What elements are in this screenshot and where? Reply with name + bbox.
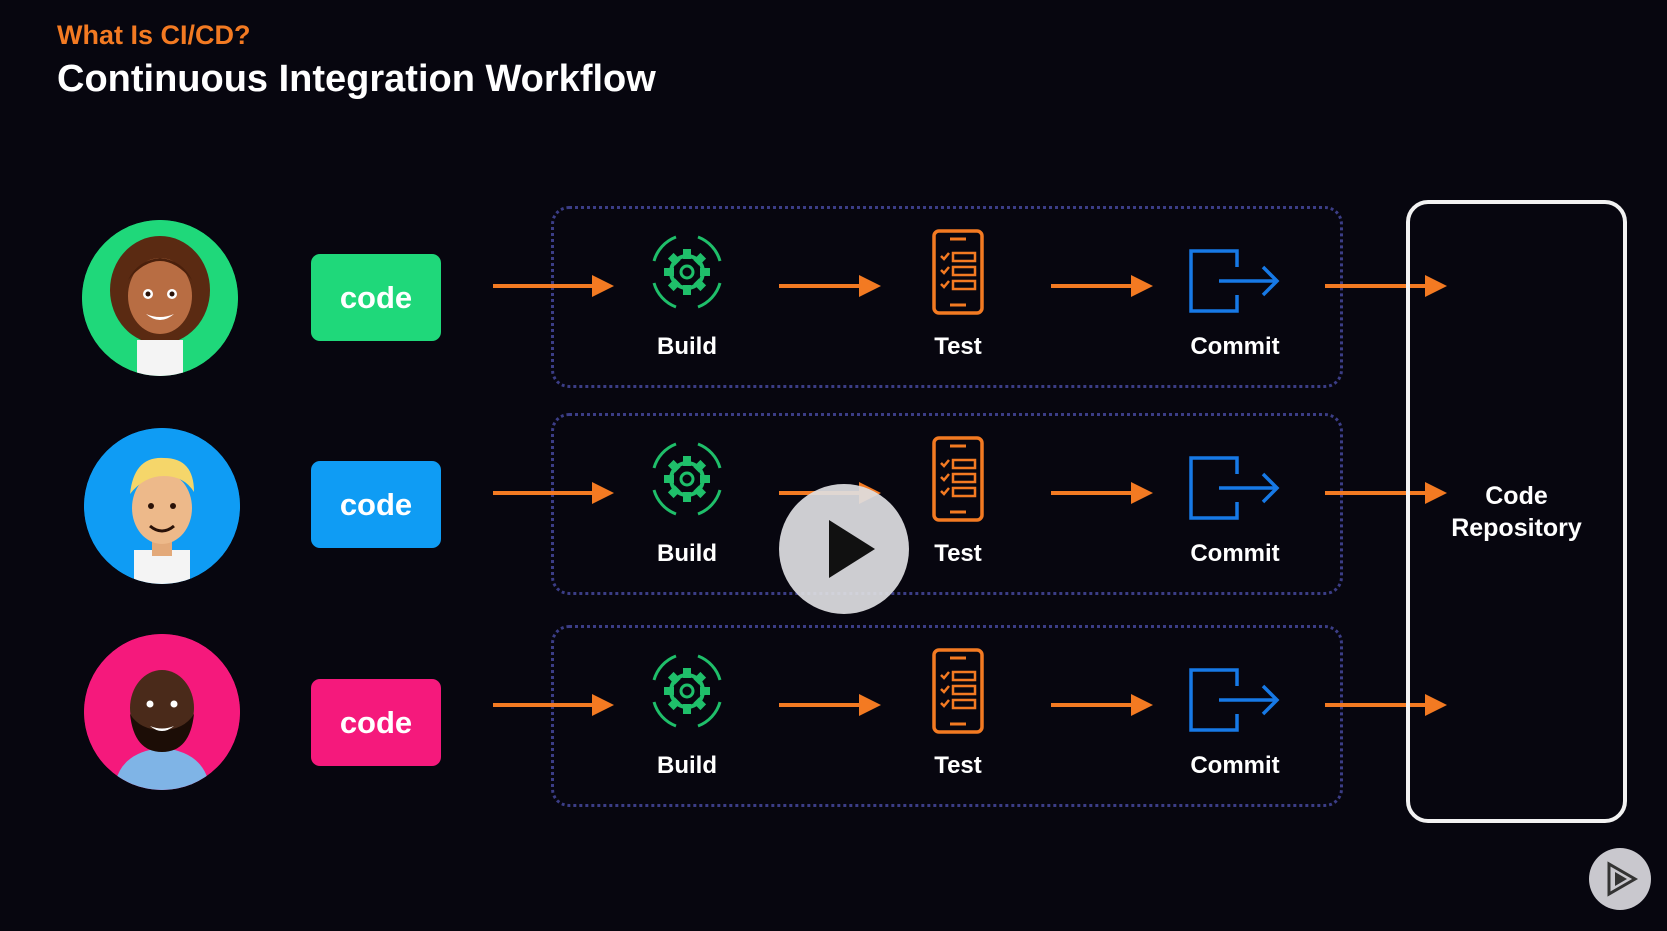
developer-avatar-1 (82, 220, 238, 376)
code-chip-3: code (311, 679, 441, 766)
arrow-build-to-test-1 (779, 274, 881, 298)
woman-curly-hair-avatar-icon (82, 220, 238, 376)
arrow-right-icon (1325, 482, 1447, 504)
arrow-right-icon (779, 694, 881, 716)
arrow-code-to-build-3 (493, 693, 614, 717)
build-step-2: Build (617, 436, 757, 568)
step-label: Commit (1190, 333, 1280, 360)
repository-label-line1: Code (1485, 481, 1548, 510)
developer-avatar-2 (84, 428, 240, 584)
arrow-test-to-commit-3 (1051, 693, 1153, 717)
pluralsight-logo-button[interactable] (1589, 848, 1651, 910)
arrow-right-icon (1051, 482, 1153, 504)
developer-avatar-3 (84, 634, 240, 790)
build-step-icon (617, 229, 757, 317)
arrow-commit-to-repo-1 (1325, 274, 1447, 298)
step-label: Build (657, 752, 717, 779)
arrow-commit-to-repo-2 (1325, 481, 1447, 505)
step-label: Build (657, 333, 717, 360)
test-step-icon (888, 229, 1028, 317)
bearded-man-avatar-icon (84, 634, 240, 790)
arrow-code-to-build-2 (493, 481, 614, 505)
arrow-commit-to-repo-3 (1325, 693, 1447, 717)
arrow-right-icon (779, 275, 881, 297)
commit-step-icon (1165, 648, 1305, 736)
ci-pipeline-box-2 (551, 413, 1343, 595)
build-step-icon (617, 436, 757, 524)
commit-step-2: Commit (1165, 436, 1305, 568)
ci-pipeline-box-1 (551, 206, 1343, 388)
pluralsight-logo-icon (1607, 861, 1639, 897)
arrow-right-icon (1051, 275, 1153, 297)
gear-cycle-icon (652, 442, 722, 516)
commit-step-icon (1165, 229, 1305, 317)
page-title: Continuous Integration Workflow (57, 58, 656, 100)
checklist-phone-icon (932, 229, 984, 315)
blond-man-avatar-icon (84, 428, 240, 584)
code-chip-1: code (311, 254, 441, 341)
gear-cycle-icon (652, 654, 722, 728)
code-repository-label: Code Repository (1451, 480, 1582, 544)
build-step-3: Build (617, 648, 757, 780)
step-label: Build (657, 540, 717, 567)
arrow-build-to-test-3 (779, 693, 881, 717)
step-label: Commit (1190, 540, 1280, 567)
commit-step-icon (1165, 436, 1305, 524)
step-label: Commit (1190, 752, 1280, 779)
checklist-phone-icon (932, 648, 984, 734)
build-step-1: Build (617, 229, 757, 361)
arrow-test-to-commit-2 (1051, 481, 1153, 505)
arrow-code-to-build-1 (493, 274, 614, 298)
play-button[interactable] (779, 484, 909, 614)
test-step-3: Test (888, 648, 1028, 780)
arrow-right-icon (493, 694, 614, 716)
test-step-icon (888, 436, 1028, 524)
repository-label-line2: Repository (1451, 513, 1582, 542)
commit-exit-icon (1189, 668, 1280, 732)
commit-exit-icon (1189, 249, 1280, 313)
step-label: Test (934, 752, 982, 779)
code-repository-box: Code Repository (1406, 200, 1627, 823)
arrow-right-icon (493, 275, 614, 297)
play-icon (829, 520, 875, 578)
build-step-icon (617, 648, 757, 736)
gear-cycle-icon (652, 235, 722, 309)
arrow-test-to-commit-1 (1051, 274, 1153, 298)
section-kicker: What Is CI/CD? (57, 20, 251, 50)
commit-step-1: Commit (1165, 229, 1305, 361)
commit-exit-icon (1189, 456, 1280, 520)
test-step-1: Test (888, 229, 1028, 361)
arrow-right-icon (1051, 694, 1153, 716)
ci-pipeline-box-3 (551, 625, 1343, 807)
code-chip-2: code (311, 461, 441, 548)
checklist-phone-icon (932, 436, 984, 522)
arrow-right-icon (1325, 275, 1447, 297)
step-label: Test (934, 333, 982, 360)
test-step-2: Test (888, 436, 1028, 568)
test-step-icon (888, 648, 1028, 736)
arrow-right-icon (493, 482, 614, 504)
commit-step-3: Commit (1165, 648, 1305, 780)
step-label: Test (934, 540, 982, 567)
arrow-right-icon (1325, 694, 1447, 716)
